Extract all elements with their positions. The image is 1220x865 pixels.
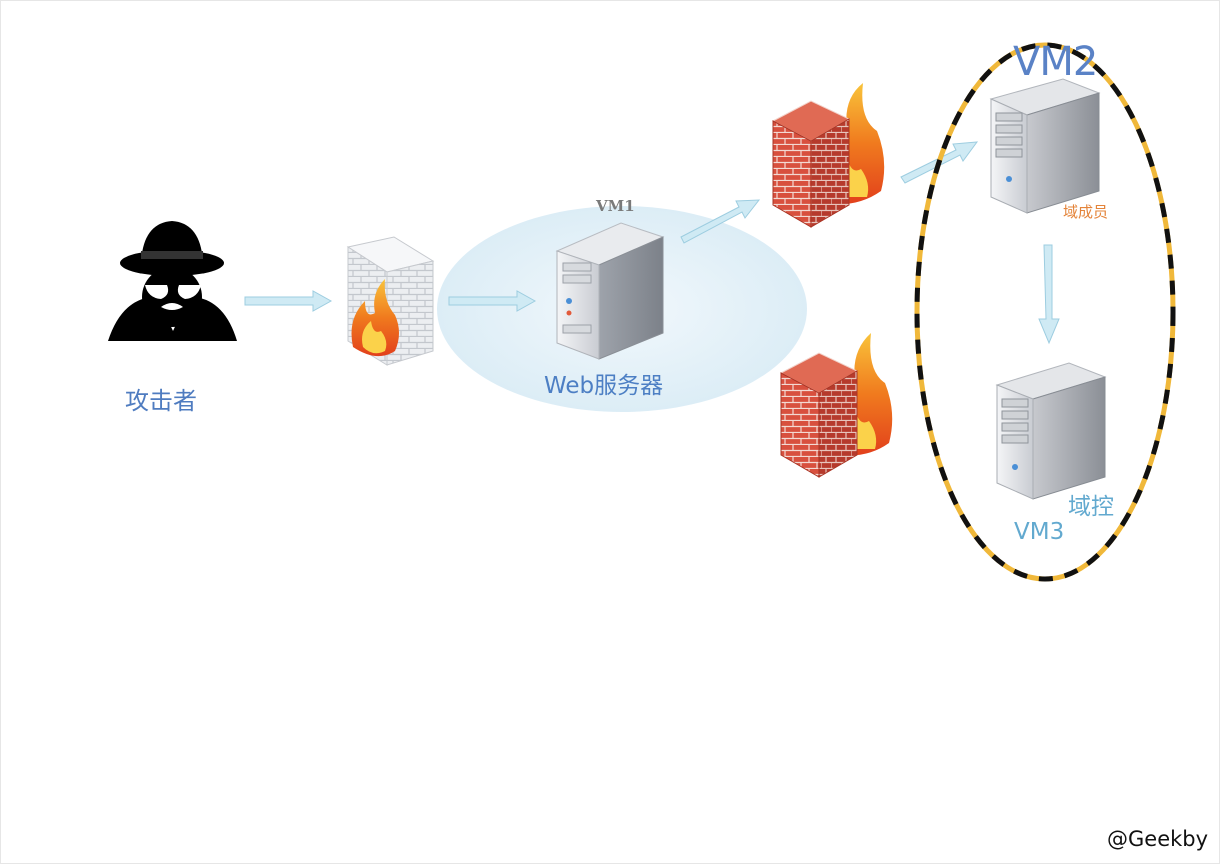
arrow-attacker-to-firewall [244,290,333,312]
firewall-3-icon [779,333,893,478]
arrow-vm2-to-vm3 [1038,244,1060,345]
vm1-label: VM1 [596,197,635,215]
vm3-label: VM3 [1014,519,1065,545]
attacker-icon [108,221,237,341]
arrow-firewall-to-web [448,290,537,312]
domain-member-label: 域成员 [1063,203,1109,221]
domain-member-server-icon [989,78,1101,214]
arrow-web-to-firewall2 [680,199,761,244]
web-server-icon [555,222,665,360]
vm2-label: VM2 [1013,39,1098,85]
watermark: @Geekby [1107,827,1209,851]
domain-boundary [914,42,1176,582]
domain-controller-label: 域控 [1068,494,1114,520]
firewall-2-icon [771,83,885,228]
firewall-icon [346,236,435,366]
domain-controller-server-icon [995,362,1107,500]
attacker-label: 攻击者 [125,387,197,415]
web-server-label: Web服务器 [544,373,664,399]
